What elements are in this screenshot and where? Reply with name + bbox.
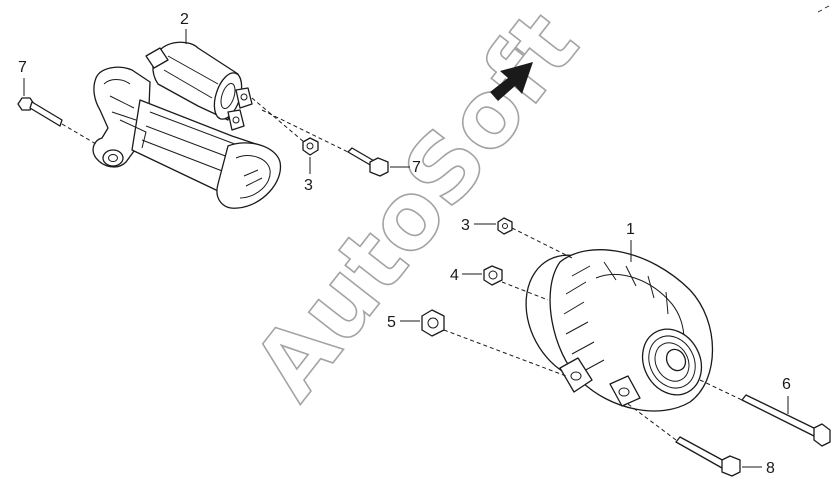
nut-small	[483, 265, 503, 286]
axis-nut-alternator	[511, 227, 573, 259]
callout-nut-large: 5	[387, 314, 396, 331]
axis-bolt-long	[699, 379, 743, 401]
callout-starter: 2	[180, 11, 189, 28]
callout-nut-alternator: 3	[461, 217, 470, 234]
starter-motor	[92, 41, 282, 209]
callout-bolt-long: 6	[782, 376, 791, 393]
bolt-lower	[675, 436, 741, 477]
axis-nut-upper	[251, 97, 305, 143]
bolt-long	[741, 394, 831, 447]
nut-large	[421, 309, 445, 337]
axis-bolt-lower	[627, 403, 677, 441]
axis-bolt-starter-left	[61, 123, 97, 145]
callout-nut-upper: 3	[304, 177, 313, 194]
callout-nut-small: 4	[450, 267, 459, 284]
alternator	[525, 249, 714, 412]
axis-nut-large	[443, 329, 567, 377]
bolt-starter-right	[347, 147, 389, 177]
axis-bolt-starter-right	[261, 109, 349, 153]
watermark: AutoSoft	[232, 0, 599, 419]
corner-mark	[817, 5, 830, 13]
axis-nut-small	[501, 281, 549, 301]
bolt-starter-left	[17, 97, 63, 127]
callout-alternator: 1	[626, 221, 635, 238]
callout-bolt-starter-right: 7	[412, 159, 421, 176]
callout-bolt-lower: 8	[766, 460, 775, 477]
nut-upper	[302, 137, 319, 156]
watermark-text: AutoSoft	[233, 0, 599, 419]
callout-bolt-starter-left: 7	[18, 59, 27, 76]
front-direction-arrow-icon	[490, 62, 533, 101]
nut-alternator	[497, 217, 513, 235]
